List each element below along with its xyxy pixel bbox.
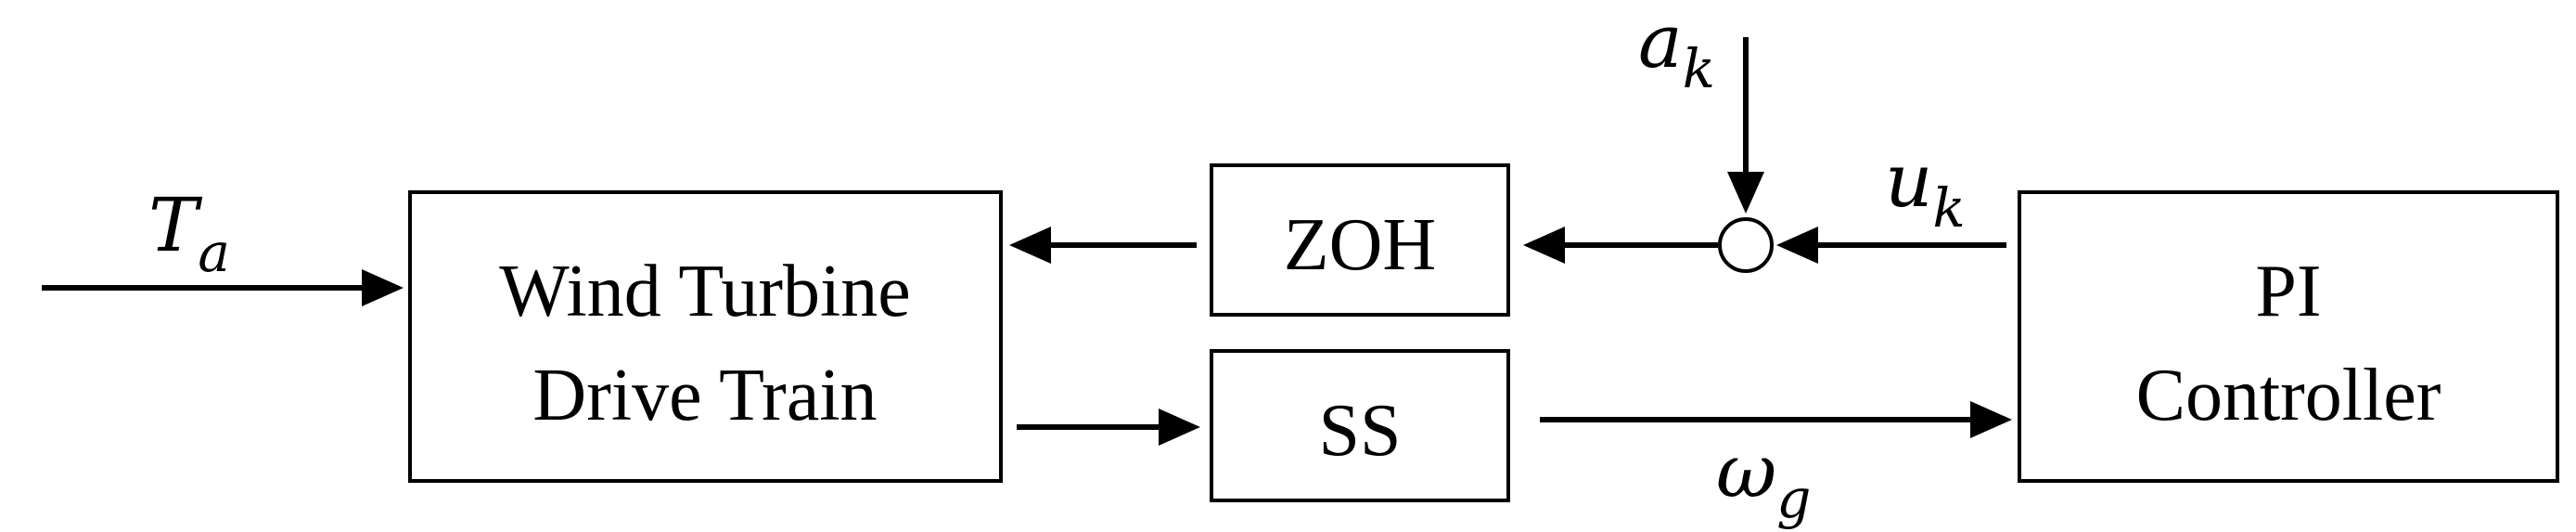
ss-block: SS <box>1210 349 1510 502</box>
attack-symbol: ak <box>1638 0 1715 100</box>
pi-controller-label-line1: PI <box>2255 251 2321 332</box>
zoh-to-drive-train-arrow <box>1009 227 1197 264</box>
zoh-box <box>1210 163 1510 317</box>
pi-controller-label-line2: Controller <box>2136 355 2441 436</box>
junction-to-zoh-arrow <box>1523 227 1718 264</box>
zoh-block: ZOH <box>1210 163 1510 317</box>
speed-symbol: ωg <box>1716 428 1811 530</box>
attack-input-arrow <box>1727 37 1764 214</box>
pi-controller-box <box>2018 190 2559 483</box>
torque-input-arrow <box>42 269 404 306</box>
zoh-label: ZOH <box>1284 204 1436 286</box>
drive-train-to-ss-arrow <box>1017 409 1200 446</box>
pi-controller-block: PI Controller <box>2018 190 2559 483</box>
ss-box <box>1210 349 1510 502</box>
ss-label: SS <box>1319 390 1402 472</box>
control-signal-arrow <box>1776 227 2006 264</box>
drive-train-box <box>408 190 1003 483</box>
summing-junction <box>1718 217 1774 273</box>
drive-train-label-line1: Wind Turbine <box>499 251 911 332</box>
torque-symbol: Ta <box>148 182 230 284</box>
drive-train-block: Wind Turbine Drive Train <box>408 190 1003 483</box>
drive-train-label-line2: Drive Train <box>532 355 877 436</box>
speed-feedback-arrow <box>1540 401 2012 438</box>
control-symbol: uk <box>1885 137 1966 240</box>
